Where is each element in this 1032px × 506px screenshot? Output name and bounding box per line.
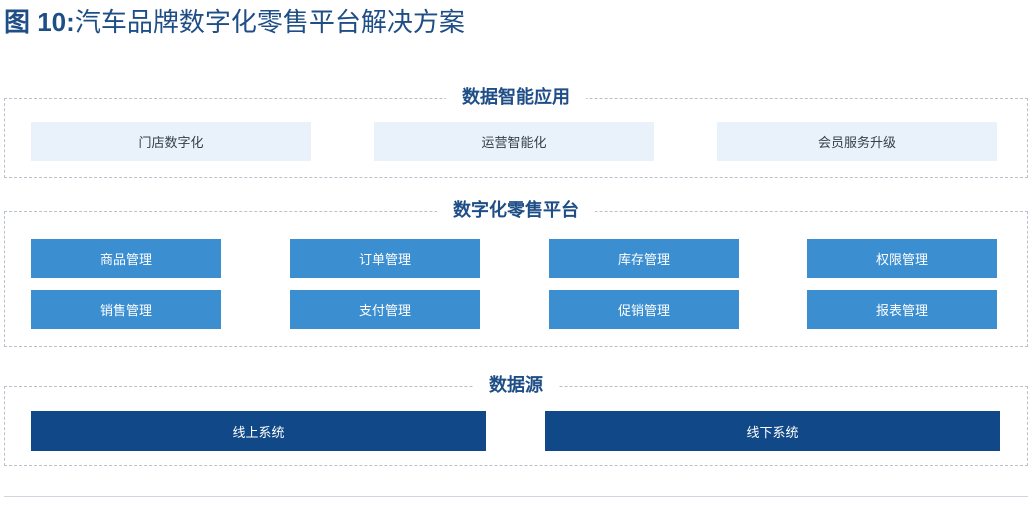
figure-label: 图 10: [4,7,75,37]
data-source-layer: 数据源 [4,374,1028,466]
platform-item-promotion-management: 促销管理 [549,290,739,329]
app-item-store-digitalization: 门店数字化 [31,122,311,161]
platform-item-sales-management: 销售管理 [31,290,221,329]
platform-layer: 数字化零售平台 [4,199,1028,347]
application-layer: 数据智能应用 [4,86,1028,178]
app-item-member-service-upgrade: 会员服务升级 [717,122,997,161]
source-item-offline-system: 线下系统 [545,411,1000,451]
platform-item-report-management: 报表管理 [807,290,997,329]
app-item-operation-intelligence: 运营智能化 [374,122,654,161]
platform-item-order-management: 订单管理 [290,239,480,278]
figure-title-text: 汽车品牌数字化零售平台解决方案 [74,8,465,38]
bottom-divider [4,496,1028,497]
platform-layer-title: 数字化零售平台 [437,199,595,223]
platform-item-inventory-management: 库存管理 [549,239,739,278]
platform-item-product-management: 商品管理 [31,239,221,278]
data-source-layer-title: 数据源 [473,374,559,398]
figure-title: 图 10:汽车品牌数字化零售平台解决方案 [4,2,465,42]
source-item-online-system: 线上系统 [31,411,486,451]
application-layer-title: 数据智能应用 [446,86,586,110]
platform-item-payment-management: 支付管理 [290,290,480,329]
platform-item-permission-management: 权限管理 [807,239,997,278]
